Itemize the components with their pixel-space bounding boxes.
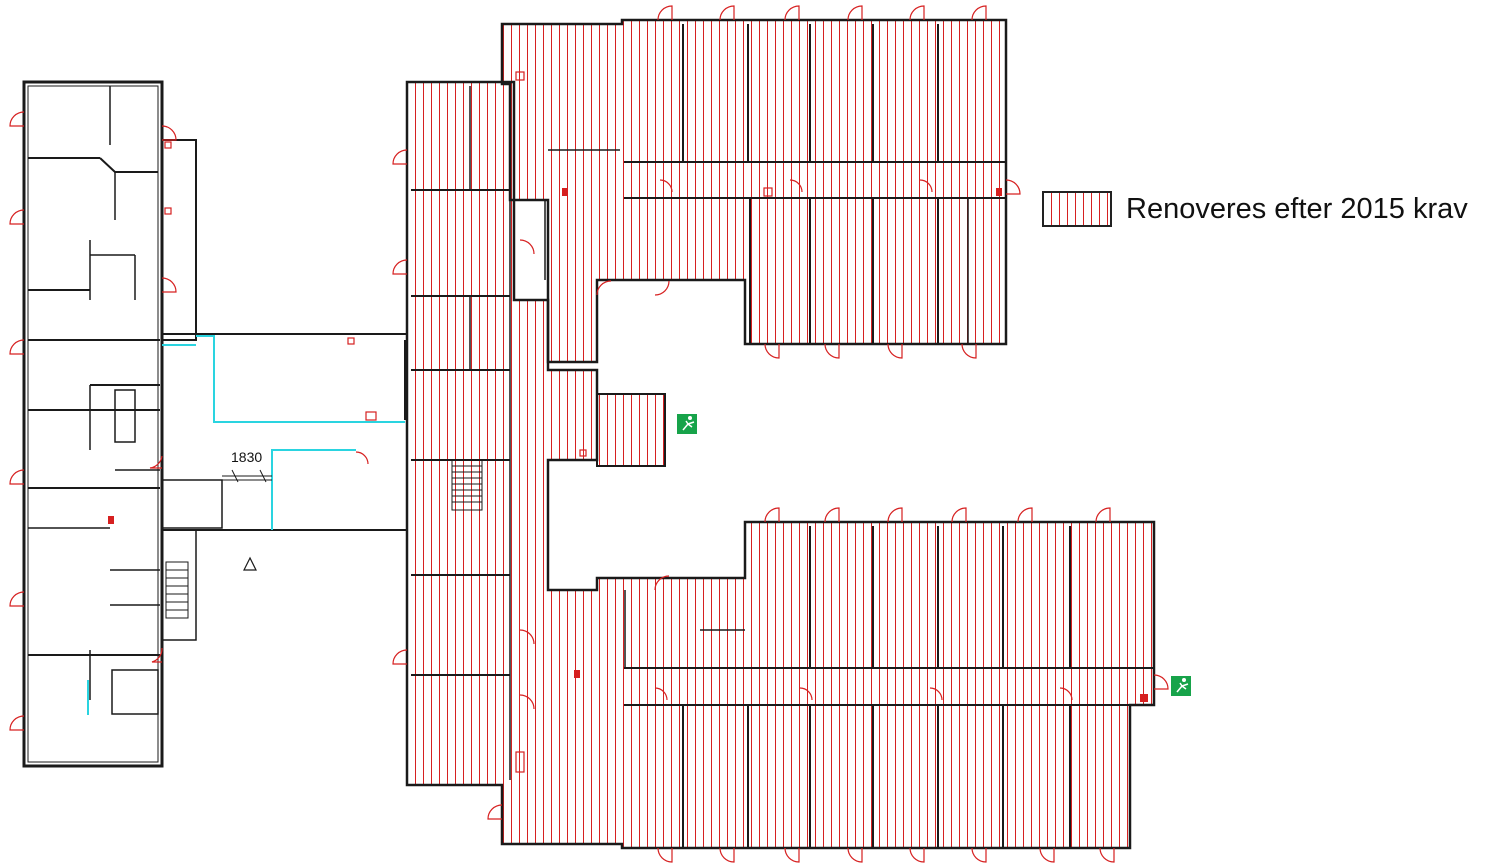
main-building-walls <box>405 18 1156 850</box>
dimension-line <box>222 469 272 483</box>
legend-label: Renoveres efter 2015 krav <box>1126 192 1468 225</box>
emergency-exit-icon <box>677 414 697 434</box>
stair-icon <box>165 459 483 619</box>
fire-equipment-marker <box>164 71 773 773</box>
dimension-label: 1830 <box>231 449 263 465</box>
left-wing <box>22 80 197 768</box>
emergency-exit-icon <box>1171 676 1191 696</box>
door-swing-icon <box>9 5 1169 863</box>
legend-hatch-swatch <box>1042 191 1112 227</box>
fire-alarm-marker <box>108 188 1148 702</box>
north-marker-icon <box>243 556 257 571</box>
connector-corridor <box>87 333 407 715</box>
renovation-area <box>407 20 1154 848</box>
legend: Renoveres efter 2015 krav <box>1042 191 1468 227</box>
